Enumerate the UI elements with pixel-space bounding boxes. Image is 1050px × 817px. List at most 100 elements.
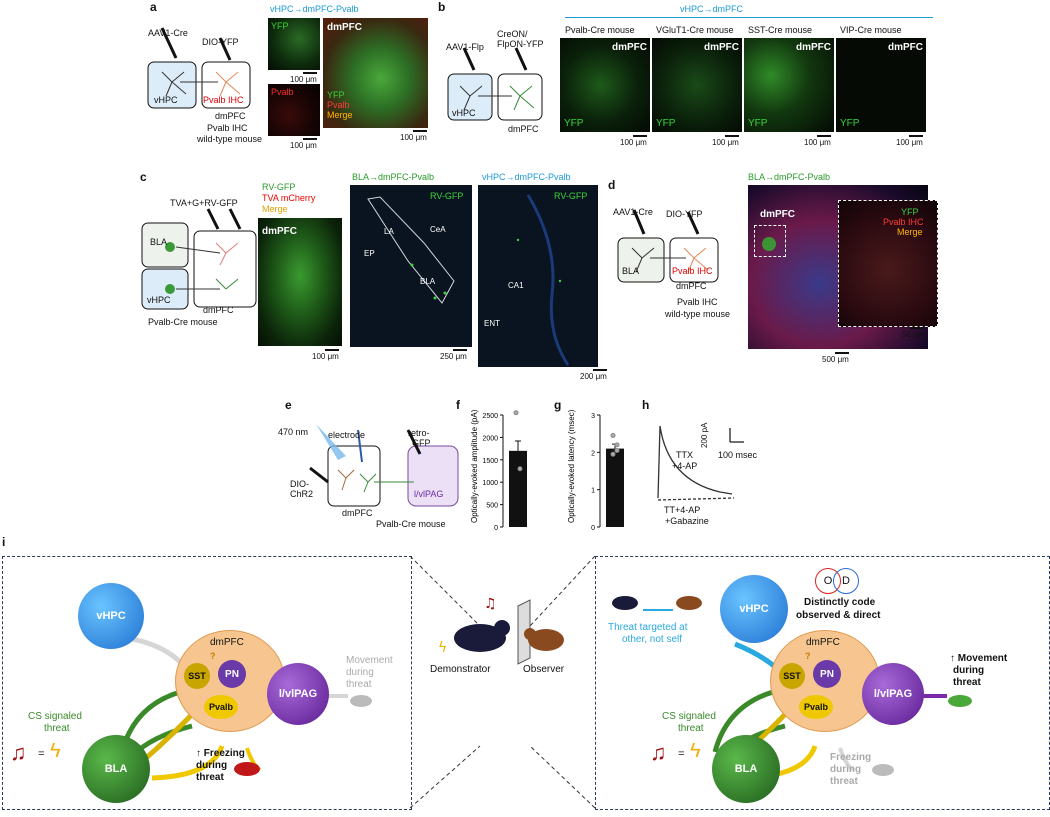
panel-b-bracket [565, 17, 933, 18]
legend-rv-gfp: RV-GFP [262, 182, 296, 192]
panel-b-schematic [447, 47, 543, 121]
threat-label-1: Threat targeted at [608, 622, 688, 633]
panel-c-caption: Pvalb-Cre mouse [148, 317, 218, 327]
equals-right: = [678, 748, 685, 760]
panel-e-target: l/vlPAG [414, 489, 444, 499]
observer-mouse-icon [676, 596, 702, 610]
panel-e-schematic [309, 424, 459, 507]
panel-c-virus: TVA+G+RV-GFP [170, 198, 238, 208]
cs-label-left-1: CS signaled [28, 711, 82, 722]
question-left: ? [210, 651, 216, 661]
movement-left-3: threat [346, 679, 372, 690]
panel-b-title: vHPC→dmPFC [680, 4, 744, 14]
merge-image: dmPFC YFP Pvalb Merge [323, 18, 428, 128]
left-model-box [2, 556, 412, 810]
scale-y: 200 pA [700, 422, 709, 448]
panel-a-title: vHPC→dmPFC-Pvalb [270, 4, 359, 14]
demonstrator-mouse-icon [612, 596, 638, 610]
demonstrator-label: Demonstrator [430, 664, 491, 675]
panel-b-region: dmPFC [508, 124, 539, 134]
panel-i-label: i [2, 535, 6, 549]
freezing-right-1: Freezing [830, 752, 872, 763]
observational-setup: ♫ ϟ [438, 596, 564, 665]
bar [509, 450, 527, 527]
movement-left-1: Movement [346, 655, 393, 666]
freezing-left-3: threat [196, 772, 224, 783]
panel-b-virus1: AAV1-Flp [446, 42, 484, 52]
music-note-icon: ♫ [650, 740, 667, 765]
pvalb-node-right: Pvalb [799, 695, 833, 719]
vglut1-cre-image: dmPFC YFP [652, 38, 742, 132]
scale-bar: 100 μm [712, 135, 739, 147]
mouse-label-vglut1: VGluT1-Cre mouse [656, 25, 734, 35]
panel-g-label: g [554, 398, 562, 412]
movement-right-3: threat [953, 677, 981, 688]
y-tick-label: 3 [591, 413, 595, 420]
bla-node-left: BLA [82, 735, 150, 803]
scale-x: 100 msec [718, 450, 758, 460]
panel-e-caption: Pvalb-Cre mouse [376, 519, 446, 529]
mouse-label-vip: VIP-Cre mouse [840, 25, 902, 35]
legend-merge: Merge [262, 204, 288, 214]
retro-label-1: retro- [408, 428, 430, 438]
panel-e-label: e [285, 398, 292, 412]
panel-b-virus2a: CreON/ [497, 29, 528, 39]
panel-a-virus1: AAV1-Cre [148, 28, 188, 38]
dio-label-2: ChR2 [290, 489, 314, 499]
data-point [614, 442, 620, 448]
movement-left-2: during [346, 667, 374, 678]
dmpfc-label-left: dmPFC [210, 637, 244, 648]
panel-d-caption2: wild-type mouse [665, 309, 731, 319]
sst-cre-image: dmPFC YFP [744, 38, 834, 132]
scale-bar: 50 μm [902, 327, 925, 339]
y-tick-label: 1500 [482, 458, 498, 465]
direct-circle: D [833, 568, 859, 594]
vip-cre-image: dmPFC YFP [836, 38, 926, 132]
panel-b-virus2b: FlpON-YFP [497, 39, 544, 49]
pvalb-cre-image: dmPFC YFP [560, 38, 650, 132]
panel-d-box1: BLA [622, 266, 640, 276]
panel-d-schematic [617, 209, 719, 283]
movement-right-1: ↑ Movement [950, 653, 1008, 664]
green-mouse-icon [948, 695, 972, 707]
observer-label: Observer [523, 664, 565, 675]
question-right: ? [805, 651, 811, 661]
y-tick-label: 1 [591, 488, 595, 495]
panel-h-label: h [642, 398, 650, 412]
bar [606, 448, 624, 527]
panel-d-caption: Pvalb IHC [677, 297, 718, 307]
y-tick-label: 500 [486, 503, 498, 510]
scale-bar: 200 μm [580, 369, 607, 381]
trace2-label-a: TT+4-AP [664, 505, 701, 515]
scale-bar: 100 μm [620, 135, 647, 147]
gray-mouse-icon [350, 695, 372, 707]
code-label-2: observed & direct [796, 610, 881, 621]
retro-label-2: GFP [412, 438, 431, 448]
panel-c-label: c [140, 170, 147, 184]
y-tick-label: 0 [494, 525, 498, 532]
y-axis-label: Optically-evoked amplitude (pA) [470, 409, 479, 523]
y-tick-label: 0 [591, 525, 595, 532]
panel-c-box2: vHPC [147, 295, 171, 305]
equals-left: = [38, 748, 45, 760]
freezing-right-3: threat [830, 776, 858, 787]
light-label: 470 nm [278, 427, 309, 437]
panel-f-label: f [456, 398, 460, 412]
panel-a-box2: Pvalb IHC [203, 95, 244, 105]
pag-node-right: l/vlPAG [862, 663, 924, 725]
scale-bar: 100 μm [400, 130, 427, 142]
y-tick-label: 2500 [482, 413, 498, 420]
pvalb-image: Pvalb [268, 84, 320, 136]
pag-node-left: l/vlPAG [267, 663, 329, 725]
mouse-label-sst: SST-Cre mouse [748, 25, 813, 35]
pvalb-node-left: Pvalb [204, 695, 238, 719]
scale-bar: 100 μm [290, 138, 317, 150]
cs-label-right-2: threat [678, 723, 704, 734]
y-tick-label: 2000 [482, 435, 498, 442]
ipsc-traces [657, 425, 744, 501]
panel-a-label: a [150, 0, 157, 14]
vhpc-node-left: vHPC [78, 583, 144, 649]
panel-b-label: b [438, 0, 446, 14]
